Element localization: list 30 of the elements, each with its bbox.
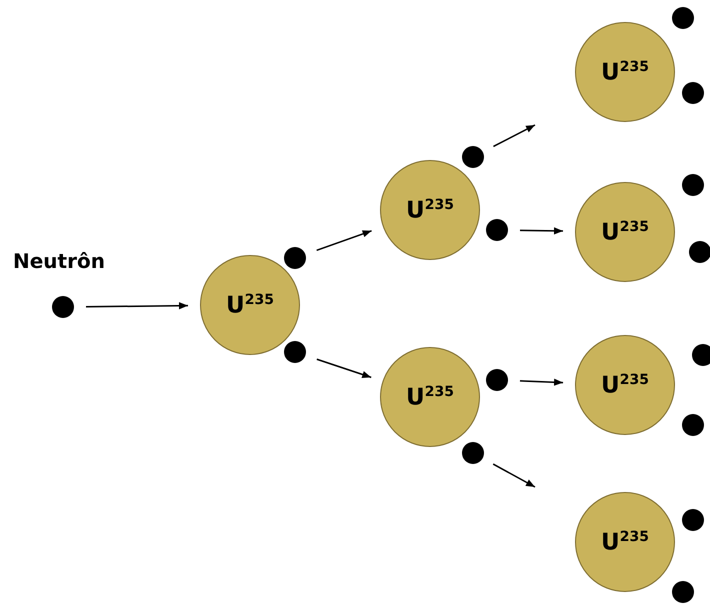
element-symbol: U$^{235}$: [601, 58, 649, 86]
arrow: [492, 463, 536, 488]
neutron-dot: [52, 296, 74, 318]
element-symbol: U$^{235}$: [226, 292, 274, 318]
neutron-dot: [462, 146, 484, 168]
arrow: [86, 302, 188, 310]
element-symbol: U$^{235}$: [406, 196, 454, 224]
neutron-dot: [486, 219, 508, 241]
neutron-dot: [284, 247, 306, 269]
neutron-dot: [486, 369, 508, 391]
neutron-dot: [689, 241, 710, 263]
neutron-dot: [682, 414, 704, 436]
arrow: [316, 230, 372, 251]
neutron-dot: [672, 7, 694, 29]
arrow: [520, 378, 564, 386]
arrow: [493, 124, 536, 148]
element-symbol: U$^{235}$: [601, 218, 649, 246]
element-symbol: U$^{235}$: [406, 384, 454, 410]
element-symbol: U$^{235}$: [601, 528, 649, 556]
neutron-dot: [462, 442, 484, 464]
neutron-label: Neutrôn: [13, 249, 105, 273]
neutron-dot: [692, 344, 710, 366]
neutron-dot: [672, 581, 694, 603]
arrow: [316, 358, 372, 378]
element-symbol: U$^{235}$: [601, 372, 649, 398]
arrow: [520, 227, 564, 234]
neutron-dot: [682, 174, 704, 196]
neutron-dot: [284, 341, 306, 363]
neutron-dot: [682, 82, 704, 104]
neutron-dot: [682, 509, 704, 531]
